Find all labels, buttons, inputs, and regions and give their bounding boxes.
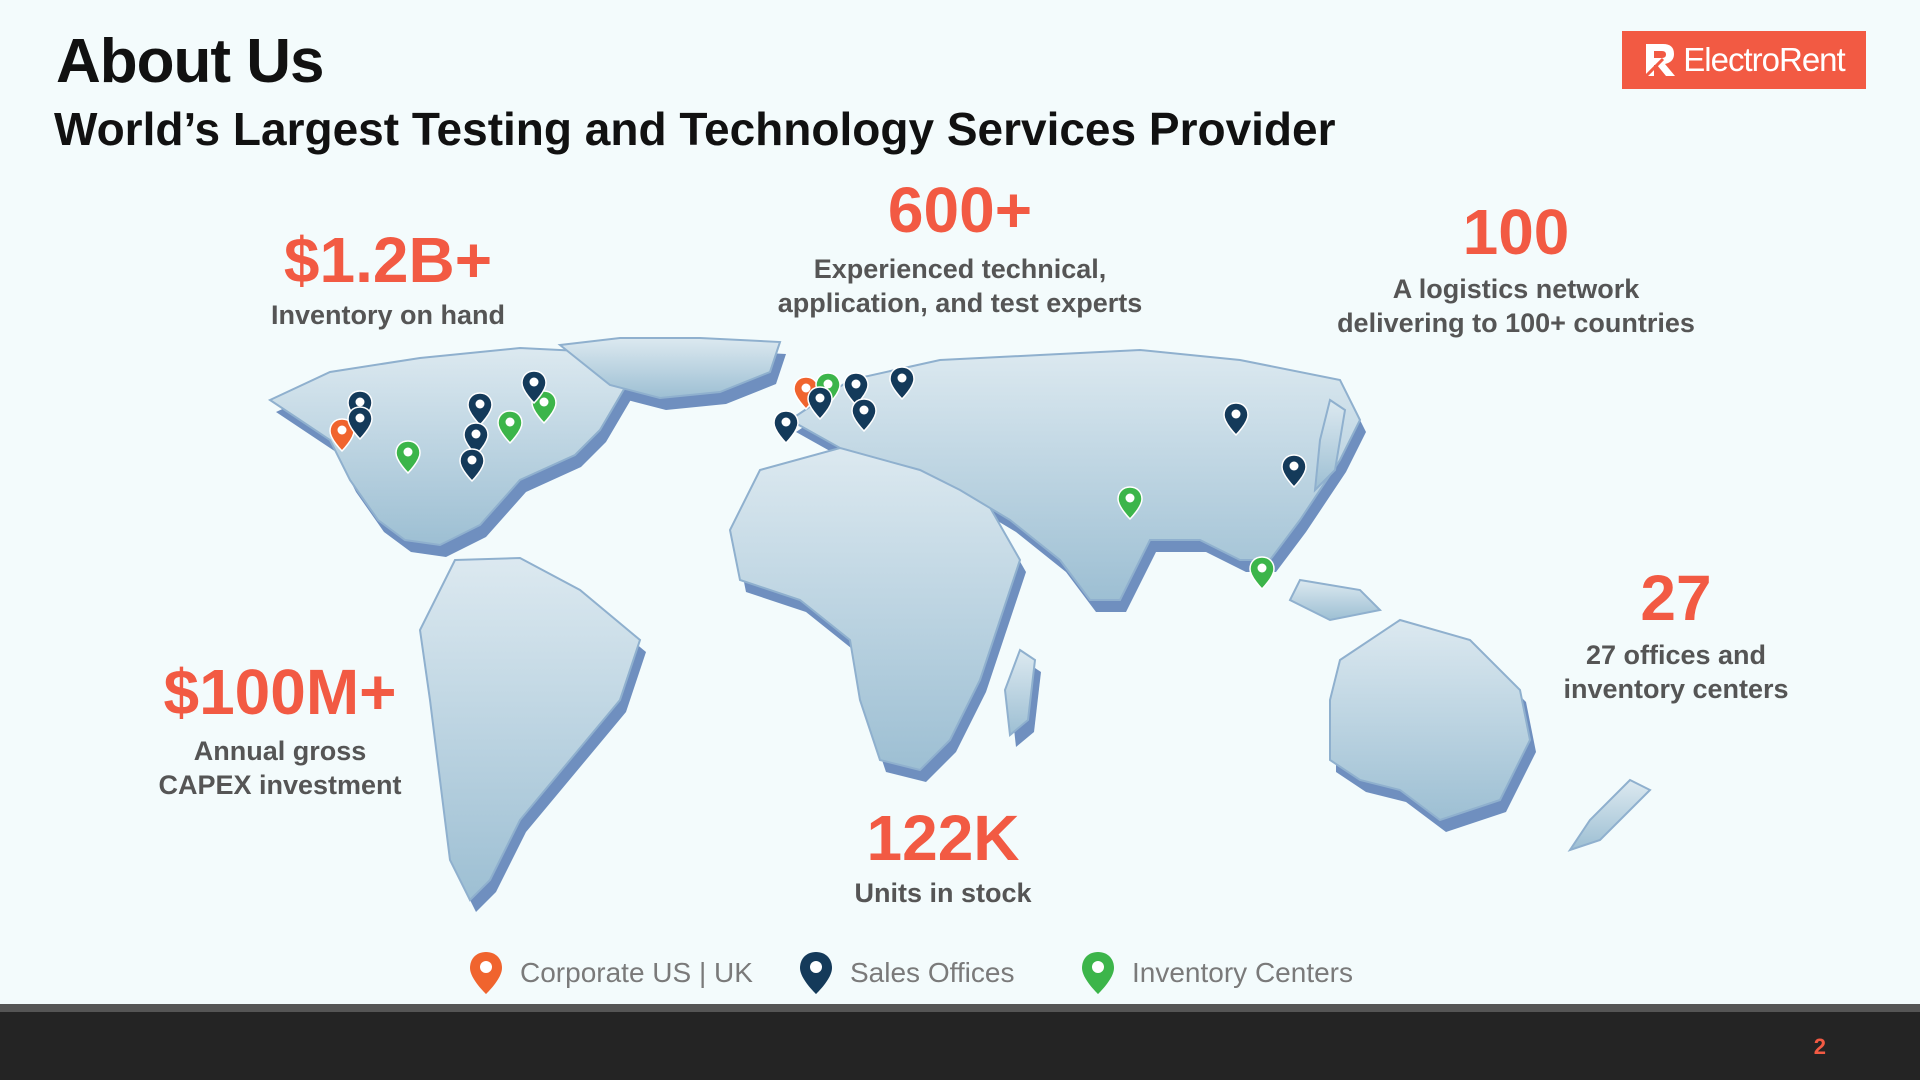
electrorent-logo: ElectroRent [1622, 31, 1866, 89]
legend-corporate: Corporate US | UK [468, 950, 753, 996]
corporate-pin-icon [470, 952, 502, 994]
page-subtitle: World’s Largest Testing and Technology S… [54, 103, 1336, 155]
inventory-center-pin-icon [1117, 486, 1143, 521]
stat-logistics: 100 A logistics network delivering to 10… [1316, 200, 1716, 340]
inventory-pin-icon [1082, 952, 1114, 994]
page-title: About Us [56, 27, 325, 96]
landmasses [267, 337, 1652, 902]
legend-inventory-label: Inventory Centers [1132, 957, 1353, 988]
stat-experts-label-line1: Experienced technical, [813, 254, 1107, 284]
sales-office-pin-icon [773, 410, 799, 445]
stat-capex-label-line1: Annual gross [193, 736, 367, 766]
sales-office-pin-icon [843, 372, 869, 407]
greenland-arctic [557, 337, 782, 400]
page-number: 2 [1813, 1034, 1826, 1059]
stat-units-label: Units in stock [854, 878, 1032, 908]
japan [1313, 398, 1347, 493]
australia [1329, 618, 1532, 822]
stat-experts: 600+ Experienced technical, application,… [740, 178, 1180, 320]
stat-inventory-value: $1.2B+ [283, 224, 493, 296]
stat-capex-value: $100M+ [163, 656, 397, 728]
electrorent-logo-icon [1643, 41, 1677, 79]
stat-units-value: 122K [866, 802, 1020, 874]
stat-offices: 27 27 offices and inventory centers [1526, 566, 1826, 706]
legend-inventory: Inventory Centers [1080, 950, 1353, 996]
inventory-center-pin-icon [395, 440, 421, 475]
stat-offices-label-line2: inventory centers [1563, 674, 1789, 704]
stat-capex: $100M+ Annual gross CAPEX investment [130, 660, 430, 802]
legend-corporate-label: Corporate US | UK [520, 957, 753, 988]
north-america [267, 346, 642, 547]
stat-logistics-label-line2: delivering to 100+ countries [1337, 308, 1695, 338]
sales-office-pin-icon [1223, 402, 1249, 437]
sales-office-pin-icon [521, 370, 547, 405]
madagascar [1003, 648, 1037, 737]
inventory-center-pin-icon [1249, 556, 1275, 591]
location-pins [329, 366, 1307, 591]
south-america [418, 556, 642, 902]
sales-office-pin-icon [851, 398, 877, 433]
stat-capex-label-line2: CAPEX investment [158, 770, 402, 800]
sales-office-pin-icon [1281, 454, 1307, 489]
sales-office-pin-icon [889, 366, 915, 401]
sales-office-pin-icon [807, 386, 833, 421]
stat-inventory: $1.2B+ Inventory on hand [228, 228, 548, 332]
stat-units: 122K Units in stock [800, 806, 1086, 910]
stat-offices-value: 27 [1640, 562, 1712, 634]
sales-pin-icon [800, 952, 832, 994]
stat-logistics-label-line1: A logistics network [1392, 274, 1640, 304]
legend-sales-label: Sales Offices [850, 957, 1015, 988]
southeast-asia-islands [1288, 578, 1383, 622]
legend-sales: Sales Offices [798, 950, 1014, 996]
sales-office-pin-icon [459, 448, 485, 483]
stat-experts-value: 600+ [887, 174, 1033, 246]
footer-bar: 2 [0, 1004, 1920, 1080]
logo-text: ElectroRent [1683, 41, 1845, 78]
world-map [267, 337, 1652, 912]
stat-experts-label-line2: application, and test experts [777, 288, 1143, 318]
stat-inventory-label: Inventory on hand [270, 300, 505, 330]
sales-office-pin-icon [347, 406, 373, 441]
stat-offices-label-line1: 27 offices and [1585, 640, 1767, 670]
inventory-center-pin-icon [497, 410, 523, 445]
stat-logistics-value: 100 [1462, 196, 1570, 268]
new-zealand [1567, 778, 1652, 852]
